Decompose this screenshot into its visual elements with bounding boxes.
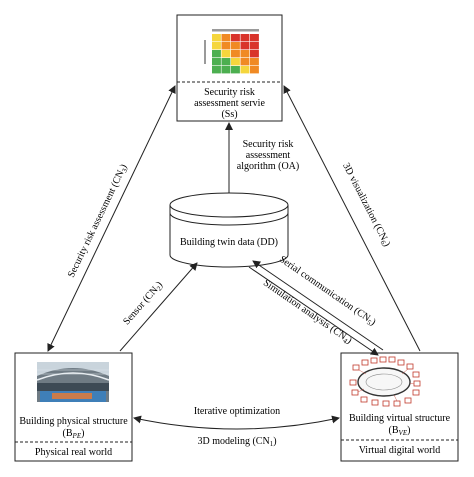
risk-matrix-cell <box>221 34 231 42</box>
risk-matrix-cell <box>231 58 240 66</box>
dd-label: Building twin data (DD) <box>180 237 278 248</box>
bpe-code: (BPE) <box>63 428 85 440</box>
risk-matrix-image <box>197 27 263 76</box>
bve-node: Building virtual structure (BVE) Virtual… <box>340 352 459 462</box>
risk-matrix-cell <box>212 58 221 66</box>
risk-matrix-cell <box>250 50 259 58</box>
risk-matrix-cell <box>221 42 231 50</box>
risk-matrix-cell <box>240 42 250 50</box>
bpe-node: Building physical structure (BPE) Physic… <box>14 352 133 462</box>
edge-cn3-label: Security risk assessment (CN3) <box>66 162 131 279</box>
risk-matrix-cell <box>221 66 231 74</box>
risk-matrix-cell <box>231 34 240 42</box>
risk-matrix-cell <box>240 34 250 42</box>
risk-matrix-cell <box>212 66 221 74</box>
risk-matrix-cell <box>250 58 259 66</box>
edge-cn2-label: Sensor (CN2) <box>121 279 165 327</box>
risk-matrix-cell <box>250 42 259 50</box>
edge-cn4 <box>248 266 379 356</box>
risk-matrix-cell <box>250 34 259 42</box>
risk-matrix-cell <box>240 58 250 66</box>
bpe-title: Building physical structure <box>19 416 128 427</box>
risk-matrix-cell <box>240 66 250 74</box>
edge-io-label: Iterative optimization <box>194 406 280 417</box>
edge-cn4-label: Simulation analysis (CN4) <box>260 278 353 348</box>
bve-title: Building virtual structure <box>349 413 451 424</box>
edge-cn6 <box>283 85 421 352</box>
risk-matrix-cell <box>221 50 231 58</box>
bpe-footer: Physical real world <box>35 447 112 458</box>
edge-cn6-label: 3D visualization (CN6) <box>339 161 392 249</box>
risk-matrix-cell <box>250 66 259 74</box>
risk-matrix-cell <box>231 42 240 50</box>
risk-matrix-axis <box>204 40 206 64</box>
risk-matrix-cell <box>212 50 221 58</box>
edge-cn3 <box>47 85 176 352</box>
edge-cn1-label: 3D modeling (CN1) <box>197 436 276 448</box>
edge-io-cn1 <box>133 415 340 430</box>
edge-oa-line1: Security risk <box>243 139 294 150</box>
risk-matrix-cell <box>212 34 221 42</box>
bve-footer: Virtual digital world <box>359 445 441 456</box>
edge-cn5 <box>252 260 384 351</box>
risk-matrix-cell <box>221 58 231 66</box>
risk-matrix-cell <box>231 50 240 58</box>
edge-oa-line3: algorithm (OA) <box>237 161 300 172</box>
ss-node: Security risk assessment servie (Ss) <box>176 14 283 122</box>
dd-node: Building twin data (DD) <box>169 192 289 268</box>
ss-code: (Ss) <box>221 109 237 120</box>
risk-matrix-cell <box>231 66 240 74</box>
virtual-structure-image <box>349 356 421 407</box>
stadium-photo <box>36 362 110 402</box>
bve-code: (BVE) <box>389 425 411 437</box>
risk-matrix-cell <box>212 42 221 50</box>
risk-matrix-header <box>212 29 259 32</box>
edge-oa-line2: assessment <box>246 150 291 161</box>
edge-cn5-label: Serial communication (CN5) <box>277 254 378 329</box>
edge-cn2 <box>119 262 198 352</box>
ss-title-line1: Security risk <box>204 87 255 98</box>
risk-matrix-cell <box>240 50 250 58</box>
ss-title-line2: assessment servie <box>194 98 265 109</box>
